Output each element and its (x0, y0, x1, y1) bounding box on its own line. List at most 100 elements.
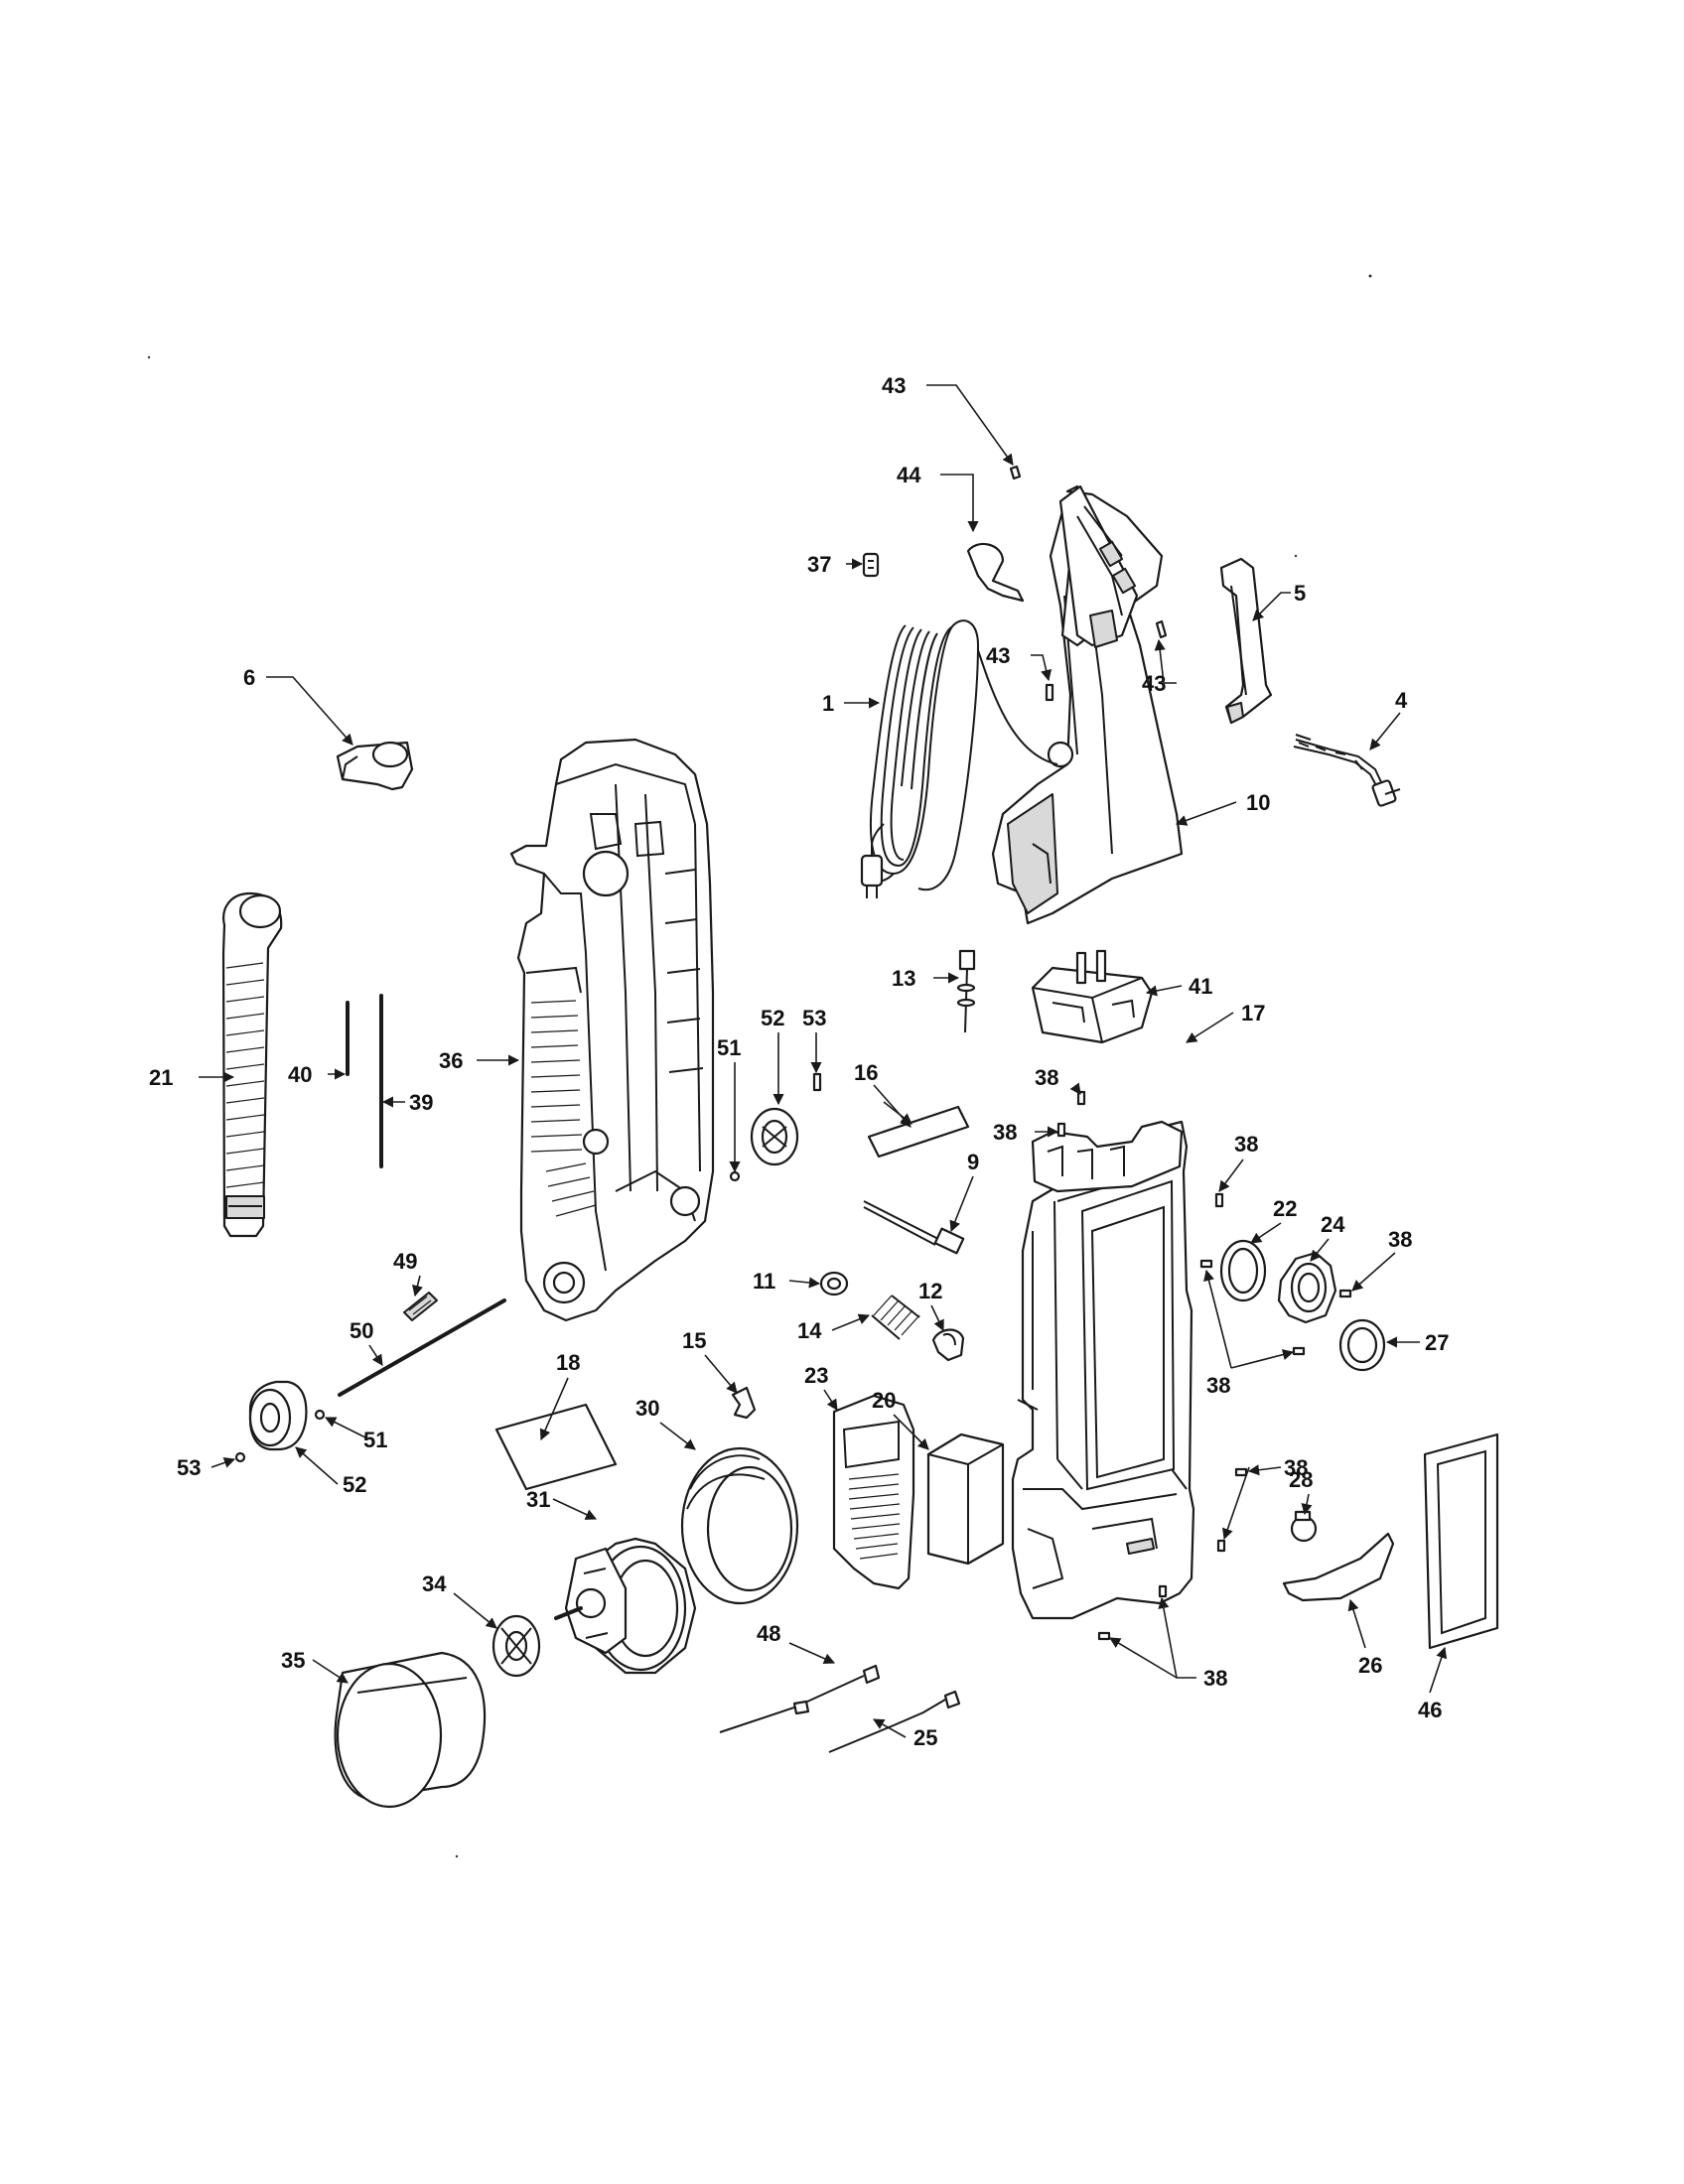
callout-36: 36 (439, 1048, 463, 1073)
part-34 (491, 1614, 541, 1678)
part-13 (956, 949, 976, 1033)
callout-31: 31 (526, 1487, 550, 1512)
callout-38: 38 (1284, 1455, 1308, 1480)
part-44 (966, 542, 1025, 603)
callout-43: 43 (1142, 671, 1166, 696)
part-wheel-right (750, 1107, 799, 1166)
part-53-left (234, 1451, 246, 1463)
callout-28: 28 (1289, 1467, 1313, 1492)
part-axle (338, 1298, 506, 1397)
part-28 (1290, 1510, 1318, 1543)
callout-52: 52 (343, 1472, 366, 1497)
part-wire-25 (828, 1690, 961, 1753)
callout-38: 38 (1203, 1666, 1227, 1691)
callout-38: 38 (1206, 1373, 1230, 1398)
part-24 (1277, 1251, 1337, 1324)
part-screw-38i (1158, 1584, 1168, 1598)
callout-50: 50 (350, 1318, 373, 1343)
part-back-housing (509, 738, 715, 1322)
part-wire-48 (719, 1664, 881, 1733)
callout-49: 49 (393, 1249, 417, 1274)
callout-51: 51 (363, 1428, 387, 1452)
part-grille (832, 1394, 915, 1590)
part-screw-38f (1292, 1346, 1306, 1356)
part-power-cord (860, 619, 1058, 898)
part-cylinder (334, 1651, 487, 1809)
part-screw-38e (1199, 1259, 1213, 1269)
callout-23: 23 (804, 1363, 828, 1388)
callout-53: 53 (177, 1455, 201, 1480)
callout-41: 41 (1189, 974, 1212, 999)
callout-11: 11 (753, 1269, 775, 1294)
leader-lines (199, 384, 1448, 1738)
part-screw-38d (1338, 1289, 1352, 1298)
callout-labels: 43 44 37 5 43 43 1 4 6 10 13 41 17 38 38… (149, 373, 1449, 1750)
part-screw-43b (1045, 683, 1054, 702)
callout-16: 16 (854, 1060, 878, 1085)
part-filter-frame (1423, 1433, 1499, 1650)
callout-35: 35 (281, 1648, 305, 1673)
callout-43: 43 (986, 643, 1010, 668)
part-motor (554, 1537, 697, 1675)
callout-43: 43 (882, 373, 906, 398)
part-26 (1282, 1532, 1395, 1602)
callout-51: 51 (717, 1035, 741, 1060)
part-spring (871, 1295, 920, 1340)
callout-37: 37 (807, 552, 831, 577)
part-51-left (314, 1409, 326, 1421)
part-5 (1219, 557, 1273, 725)
callout-17: 17 (1241, 1001, 1265, 1025)
callout-4: 4 (1395, 688, 1408, 713)
callout-27: 27 (1425, 1330, 1449, 1355)
part-handle-assembly (991, 484, 1184, 925)
part-51-right (729, 1170, 741, 1182)
part-screw-38g (1234, 1467, 1248, 1477)
part-49 (403, 1292, 438, 1321)
part-6 (336, 741, 414, 791)
callout-1: 1 (822, 691, 834, 716)
part-53-right (812, 1072, 822, 1092)
part-ring (680, 1446, 799, 1605)
callout-48: 48 (757, 1621, 780, 1646)
scan-specks (147, 274, 1372, 1858)
callout-38: 38 (1388, 1227, 1412, 1252)
callout-12: 12 (918, 1279, 942, 1303)
callout-24: 24 (1321, 1212, 1345, 1237)
part-12 (931, 1328, 965, 1362)
part-41 (1031, 949, 1154, 1044)
callout-22: 22 (1273, 1196, 1297, 1221)
callout-9: 9 (967, 1150, 979, 1174)
callout-52: 52 (761, 1006, 784, 1030)
callout-14: 14 (797, 1318, 822, 1343)
part-screw-38h (1216, 1539, 1226, 1553)
part-wire-harness (1293, 734, 1401, 807)
part-11 (819, 1271, 849, 1297)
callout-21: 21 (149, 1065, 173, 1090)
callout-6: 6 (243, 665, 255, 690)
callout-20: 20 (872, 1388, 896, 1413)
callout-40: 40 (288, 1062, 312, 1087)
part-front-housing (1011, 1120, 1195, 1620)
part-22 (1219, 1239, 1267, 1302)
callout-30: 30 (635, 1396, 659, 1421)
part-screw-38c (1214, 1192, 1224, 1208)
callout-44: 44 (897, 463, 921, 487)
part-screw-38b (1056, 1122, 1066, 1138)
part-16 (867, 1105, 970, 1159)
callout-15: 15 (682, 1328, 706, 1353)
part-screw-43a (1009, 465, 1022, 480)
part-screw-43c (1155, 619, 1168, 639)
callout-39: 39 (409, 1090, 433, 1115)
part-screw-38j (1097, 1631, 1111, 1641)
callout-13: 13 (892, 966, 915, 991)
part-filter-block (926, 1433, 1005, 1566)
part-screw-38a (1076, 1090, 1086, 1106)
callout-38: 38 (993, 1120, 1017, 1145)
callout-46: 46 (1418, 1698, 1442, 1722)
callout-34: 34 (422, 1571, 447, 1596)
callout-38: 38 (1035, 1065, 1058, 1090)
part-27 (1338, 1318, 1386, 1372)
part-18 (494, 1403, 618, 1491)
part-hose (221, 891, 283, 1238)
